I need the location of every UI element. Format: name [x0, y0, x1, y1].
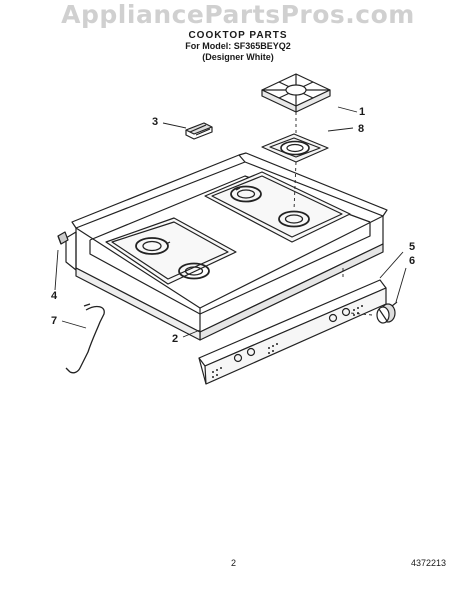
callout-3: 3 — [152, 116, 159, 128]
callout-1: 1 — [359, 106, 366, 118]
electrode-wire — [65, 303, 105, 374]
callout-2: 2 — [172, 333, 179, 345]
leader-lines — [54, 106, 407, 338]
diagram-title: COOKTOP PARTS — [188, 30, 288, 41]
burner-trim-ring — [261, 133, 329, 163]
callout-6: 6 — [409, 255, 416, 267]
document-number: 4372213 — [411, 558, 447, 568]
mounting-clip — [185, 122, 213, 140]
side-bracket — [57, 231, 69, 245]
watermark: AppliancePartsPros.com — [61, 0, 415, 29]
callout-5: 5 — [409, 241, 416, 253]
callout-8: 8 — [358, 123, 365, 135]
cooktop-main-top — [65, 152, 388, 341]
control-knob — [376, 301, 398, 324]
callout-4: 4 — [51, 290, 58, 302]
color-line: (Designer White) — [202, 52, 274, 62]
diagram-header: COOKTOP PARTS For Model: SF365BEYQ2 (Des… — [0, 30, 476, 63]
burner-grate — [261, 73, 331, 113]
callout-7: 7 — [51, 315, 58, 327]
page-number: 2 — [231, 558, 237, 568]
model-line: For Model: SF365BEYQ2 — [185, 41, 291, 51]
